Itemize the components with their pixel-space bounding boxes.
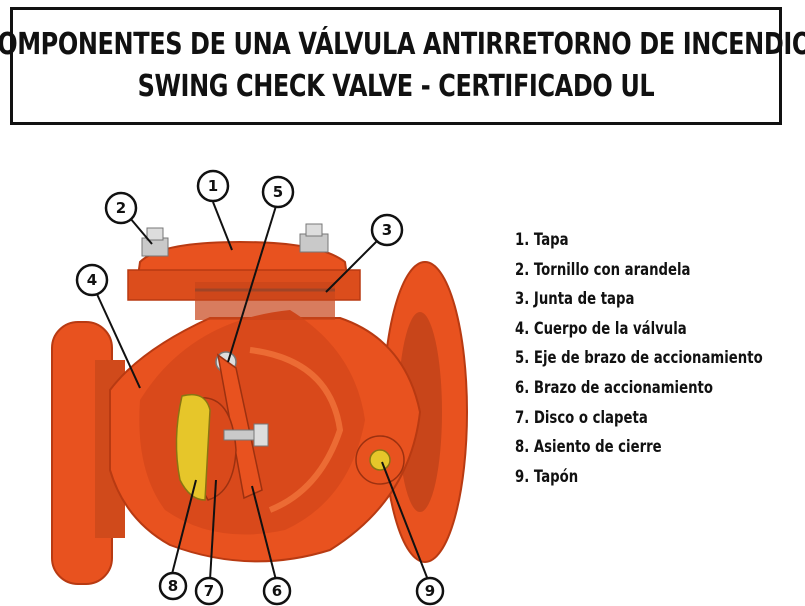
callout-label-1: 1 [208, 177, 218, 195]
title-line-2: SWING CHECK VALVE - CERTIFICADO UL [137, 69, 655, 104]
legend-item-eje: 5. Eje de brazo de accionamiento [515, 348, 763, 369]
callout-label-9: 9 [425, 582, 435, 600]
callout-2: 2 [104, 191, 138, 225]
legend-item-tapa: 1. Tapa [515, 230, 569, 250]
seat-ring [175, 393, 211, 501]
callout-label-3: 3 [382, 221, 392, 239]
leader-1 [212, 201, 233, 251]
callout-4: 4 [75, 263, 109, 297]
bolt-right [299, 223, 329, 253]
leader-3 [325, 237, 381, 293]
legend-item-cuerpo: 4. Cuerpo de la válvula [515, 318, 687, 339]
valve-plug [355, 435, 405, 485]
callout-9: 9 [415, 576, 445, 606]
leader-6 [251, 485, 277, 581]
leader-2 [129, 217, 153, 245]
callout-7: 7 [194, 576, 224, 606]
callout-label-4: 4 [87, 271, 97, 289]
callout-3: 3 [370, 213, 404, 247]
valve-illustration [51, 223, 468, 585]
title-box: COMPONENTES DE UNA VÁLVULA ANTIRRETORNO … [0, 7, 805, 125]
callout-5: 5 [261, 175, 295, 209]
callout-label-5: 5 [273, 183, 283, 201]
leader-9 [381, 461, 429, 581]
callout-1: 1 [196, 169, 230, 203]
legend-item-tapon: 9. Tapón [515, 466, 579, 487]
legend-item-brazo: 6. Brazo de accionamiento [515, 377, 713, 398]
leader-lines [95, 201, 429, 581]
disc-bolt [223, 423, 269, 447]
cover-cutaway [195, 282, 335, 320]
legend-item-junta: 3. Junta de tapa [515, 289, 635, 310]
callout-label-6: 6 [272, 582, 282, 600]
legend-item-tornillo: 2. Tornillo con arandela [515, 259, 691, 280]
callout-8: 8 [158, 571, 188, 601]
body-interior-highlight [249, 347, 344, 513]
bolt-left [141, 227, 169, 257]
title-line-1: COMPONENTES DE UNA VÁLVULA ANTIRRETORNO … [0, 27, 805, 62]
callout-label-7: 7 [204, 582, 214, 600]
callout-label-2: 2 [116, 199, 126, 217]
leader-4 [95, 291, 141, 389]
leader-5 [227, 205, 277, 363]
component-legend: 1. Tapa 2. Tornillo con arandela 3. Junt… [515, 226, 805, 492]
callout-label-8: 8 [168, 577, 178, 595]
leader-8 [171, 479, 197, 575]
valve-diagram: 1 2 3 4 5 6 7 8 9 [51, 169, 468, 606]
leader-7 [209, 479, 217, 581]
callout-6: 6 [262, 576, 292, 606]
legend-item-asiento: 8. Asiento de cierre [515, 437, 662, 458]
legend-item-disco: 7. Disco o clapeta [515, 407, 648, 428]
